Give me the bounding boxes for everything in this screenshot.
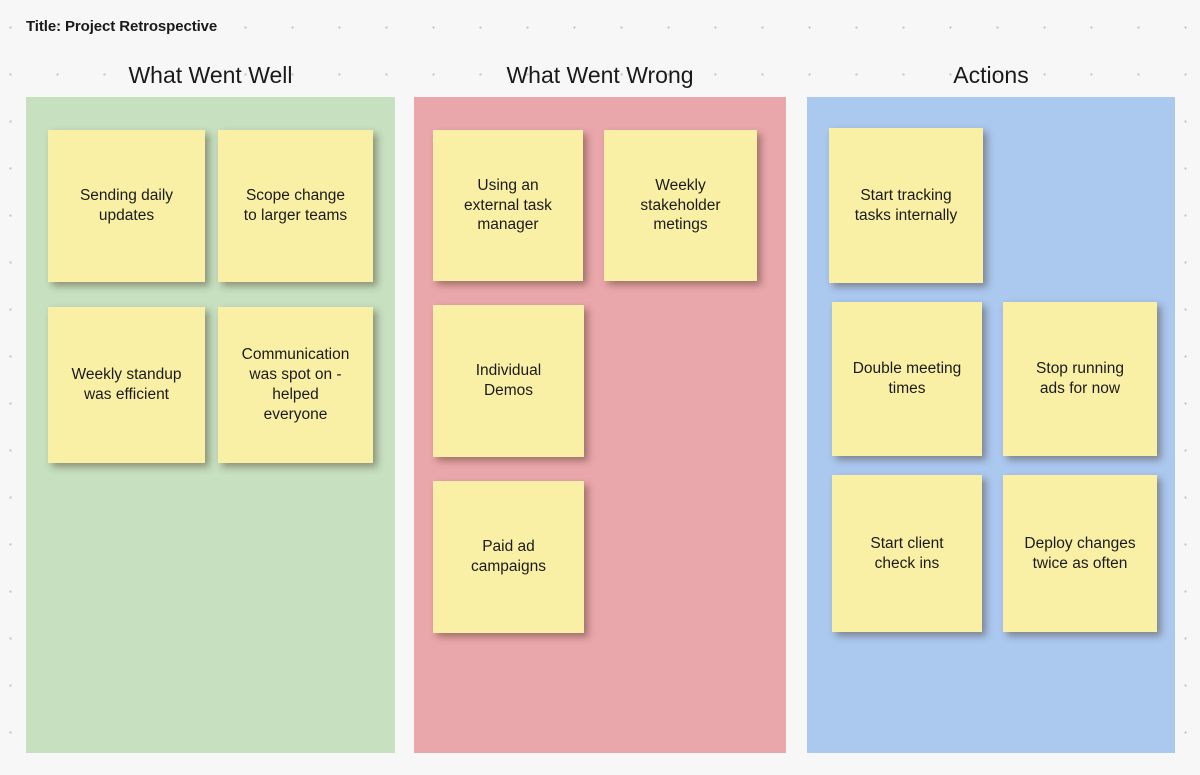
- column-header-what-went-well[interactable]: What Went Well: [128, 62, 293, 88]
- sticky-note[interactable]: Sending daily updates: [48, 130, 205, 282]
- sticky-note[interactable]: Paid ad campaigns: [433, 481, 584, 633]
- sticky-note[interactable]: Stop running ads for now: [1003, 302, 1157, 456]
- sticky-note-text: Deploy changes twice as often: [1024, 534, 1136, 572]
- sticky-note[interactable]: Using an external task manager: [433, 130, 583, 281]
- sticky-note-text: Scope change to larger teams: [243, 187, 348, 224]
- sticky-note[interactable]: Communication was spot on - helped every…: [218, 307, 373, 463]
- column-header-actions[interactable]: Actions: [953, 62, 1029, 88]
- sticky-note[interactable]: Weekly standup was efficient: [48, 307, 205, 463]
- sticky-note[interactable]: Start tracking tasks internally: [829, 128, 983, 283]
- sticky-note-text: Sending daily updates: [79, 187, 174, 224]
- sticky-note-text: Paid ad campaigns: [471, 538, 546, 575]
- sticky-note-text: Start tracking tasks internally: [854, 186, 958, 224]
- sticky-note-text: Start client check ins: [870, 534, 944, 572]
- sticky-note[interactable]: Weekly stakeholder metings: [604, 130, 757, 281]
- sticky-note-text: Communication was spot on - helped every…: [241, 346, 350, 423]
- sticky-note-text: Using an external task manager: [464, 176, 552, 234]
- sticky-note[interactable]: Deploy changes twice as often: [1003, 475, 1157, 632]
- sticky-note-text: Double meeting times: [852, 360, 962, 397]
- sticky-note-text: Weekly stakeholder metings: [640, 176, 721, 234]
- sticky-note[interactable]: Individual Demos: [433, 305, 584, 457]
- sticky-note-text: Stop running ads for now: [1036, 360, 1124, 397]
- sticky-note[interactable]: Scope change to larger teams: [218, 130, 373, 282]
- sticky-note[interactable]: Double meeting times: [832, 302, 982, 456]
- sticky-note-text: Weekly standup was efficient: [71, 366, 182, 403]
- sticky-note-text: Individual Demos: [475, 362, 542, 399]
- sticky-note[interactable]: Start client check ins: [832, 475, 982, 632]
- board-title[interactable]: Title: Project Retrospective: [26, 18, 218, 35]
- column-header-what-went-wrong[interactable]: What Went Wrong: [506, 62, 694, 88]
